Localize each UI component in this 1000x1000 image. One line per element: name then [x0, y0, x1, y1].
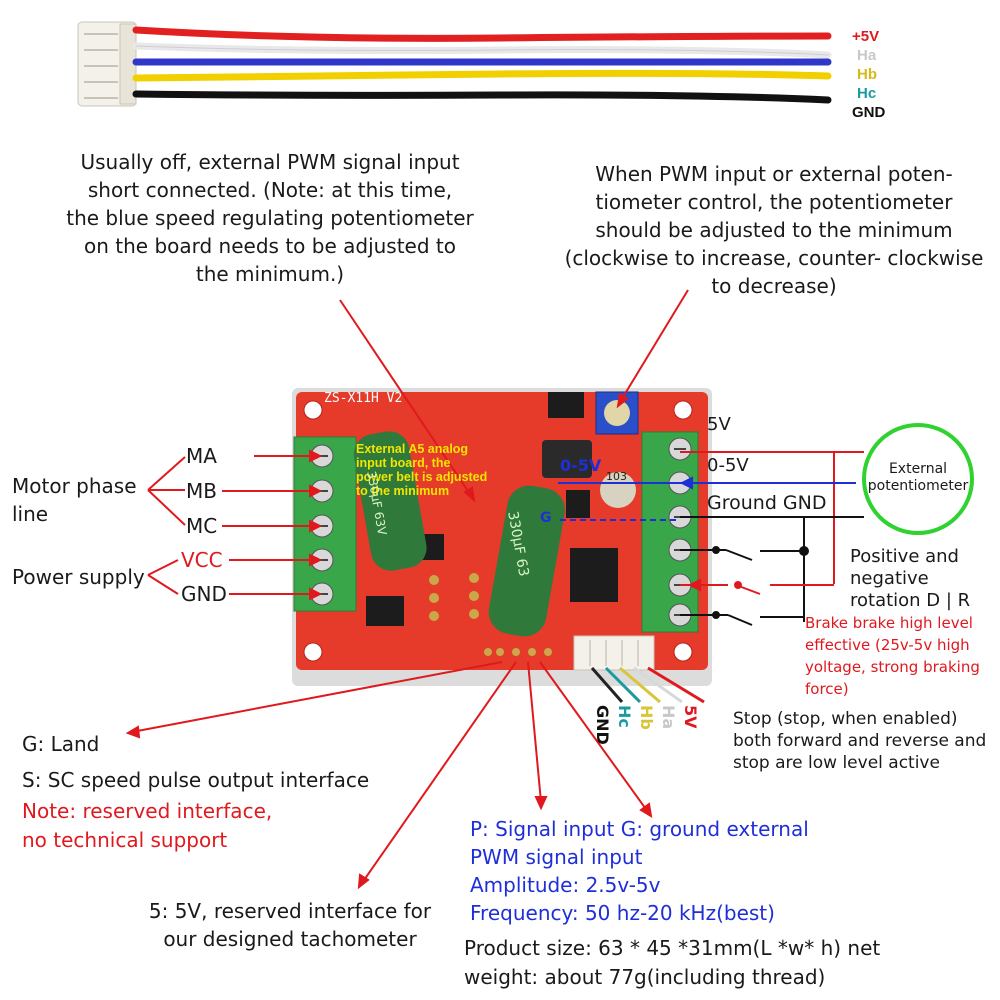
wire-label-5v: +5V: [852, 28, 880, 45]
external-potentiometer-ring: [862, 423, 974, 535]
ext-pot-line: External: [888, 461, 948, 477]
pwm-spec-block: P: Signal input G: ground external PWM s…: [470, 815, 809, 927]
callout-line: tiometer control, the potentiometer: [595, 190, 953, 214]
terminal-label-vcc: VCC: [181, 548, 223, 572]
external-pot-label: External potentiometer: [864, 461, 972, 495]
callout-line: Usually off, external PWM signal input: [80, 150, 460, 174]
hall-wires: [590, 666, 705, 704]
controller-board: [292, 388, 712, 686]
five-v-label: 5: 5V, reserved interface for our design…: [130, 897, 450, 953]
brake-line: yoltage, strong braking: [805, 658, 980, 676]
callout-line: on the board needs to be adjusted to: [84, 234, 456, 258]
five-v-line: 5: 5V, reserved interface for: [148, 899, 432, 923]
reserved-note: Note: reserved interface, no technical s…: [22, 797, 272, 855]
stop-line: both forward and reverse and: [733, 731, 987, 751]
motor-phase-label: Motor phase line: [12, 474, 137, 526]
callout-pwm-short: Usually off, external PWM signal input s…: [30, 148, 510, 288]
signal-line-05v: [558, 476, 856, 521]
callout-line: should be adjusted to the minimum: [595, 218, 953, 242]
overlay-line: power belt is adjusted: [356, 470, 488, 484]
right-label-5v: 5V: [707, 414, 731, 435]
callout-line: the blue speed regulating potentiometer: [66, 206, 474, 230]
hall-label-hb: Hb: [637, 705, 656, 730]
callout-line: (clockwise to increase, counter- clockwi…: [564, 246, 984, 270]
jst-connector: [77, 21, 137, 107]
callout-line: the minimum.): [195, 262, 345, 286]
pwm-line: Amplitude: 2.5v-5v: [470, 873, 661, 897]
wire-label-gnd: GND: [852, 104, 886, 121]
terminal-label-gnd: GND: [181, 582, 227, 606]
overlay-line: External A5 analog: [356, 442, 469, 456]
brake-line: force): [805, 680, 849, 698]
s-speed-label: S: SC speed pulse output interface: [22, 768, 370, 792]
wire-label-hc: Hc: [857, 85, 877, 102]
signal-05v-label: 0-5V: [560, 456, 602, 475]
g-land-label: G: Land: [22, 732, 100, 756]
dr-label: Positive and negative rotation D | R: [850, 546, 970, 612]
terminal-label-ma: MA: [186, 444, 217, 468]
dr-line: negative: [850, 568, 929, 589]
hall-label-gnd: GND: [593, 705, 612, 745]
signal-g-label: G: [540, 510, 552, 526]
annotation-lines: [125, 289, 864, 890]
overlay-line: input board, the: [356, 456, 451, 470]
terminal-label-mc: MC: [186, 514, 218, 538]
stop-label: Stop (stop, when enabled) both forward a…: [733, 708, 1000, 774]
stop-line: stop are low level active: [733, 753, 940, 773]
brake-line: effective (25v-5v high: [805, 636, 970, 654]
right-label-gnd: Ground GND: [707, 492, 827, 514]
pwm-line: PWM signal input: [470, 845, 643, 869]
callout-line: to decrease): [711, 274, 837, 298]
note-line: no technical support: [22, 828, 228, 852]
wire-label-hb: Hb: [857, 66, 877, 83]
brake-label: Brake brake high level effective (25v-5v…: [805, 612, 980, 700]
board-silkscreen: ZS-X11H V2: [324, 391, 403, 406]
board-overlay-note: External A5 analog input board, the powe…: [356, 442, 487, 498]
hall-labels: GND Hc Hb Ha 5V: [593, 705, 722, 749]
hall-label-hc: Hc: [615, 705, 634, 728]
terminal-label-mb: MB: [186, 479, 217, 503]
brake-line: Brake brake high level: [805, 614, 973, 632]
hall-label-ha: Ha: [659, 705, 678, 730]
pwm-line: P: Signal input G: ground external: [470, 817, 809, 841]
dr-line: Positive and: [850, 546, 959, 567]
overlay-line: to the minimum: [356, 484, 450, 498]
power-supply-label: Power supply: [12, 565, 145, 589]
switch-wiring: [680, 516, 864, 626]
note-line: Note: reserved interface,: [22, 799, 273, 823]
hall-label-5v: 5V: [681, 705, 700, 729]
callout-line: When PWM input or external poten-: [595, 162, 953, 186]
right-label-05v: 0-5V: [707, 455, 749, 476]
pot-value-label: 103: [606, 470, 627, 483]
pwm-line: Frequency: 50 hz-20 kHz(best): [470, 901, 775, 925]
five-v-line: our designed tachometer: [163, 927, 417, 951]
cable-wires: [132, 26, 832, 104]
product-line: weight: about 77g(including thread): [464, 965, 826, 989]
ext-pot-line: potentiometer: [867, 478, 969, 494]
wire-label-ha: Ha: [857, 47, 877, 64]
callout-pot-note: When PWM input or external poten- tiomet…: [548, 160, 1000, 300]
product-size-block: Product size: 63 * 45 *31mm(L *w* h) net…: [464, 934, 1000, 992]
product-line: Product size: 63 * 45 *31mm(L *w* h) net: [464, 936, 881, 960]
dr-line: rotation D | R: [850, 590, 971, 611]
stop-line: Stop (stop, when enabled): [733, 709, 958, 729]
callout-line: short connected. (Note: at this time,: [87, 178, 453, 202]
